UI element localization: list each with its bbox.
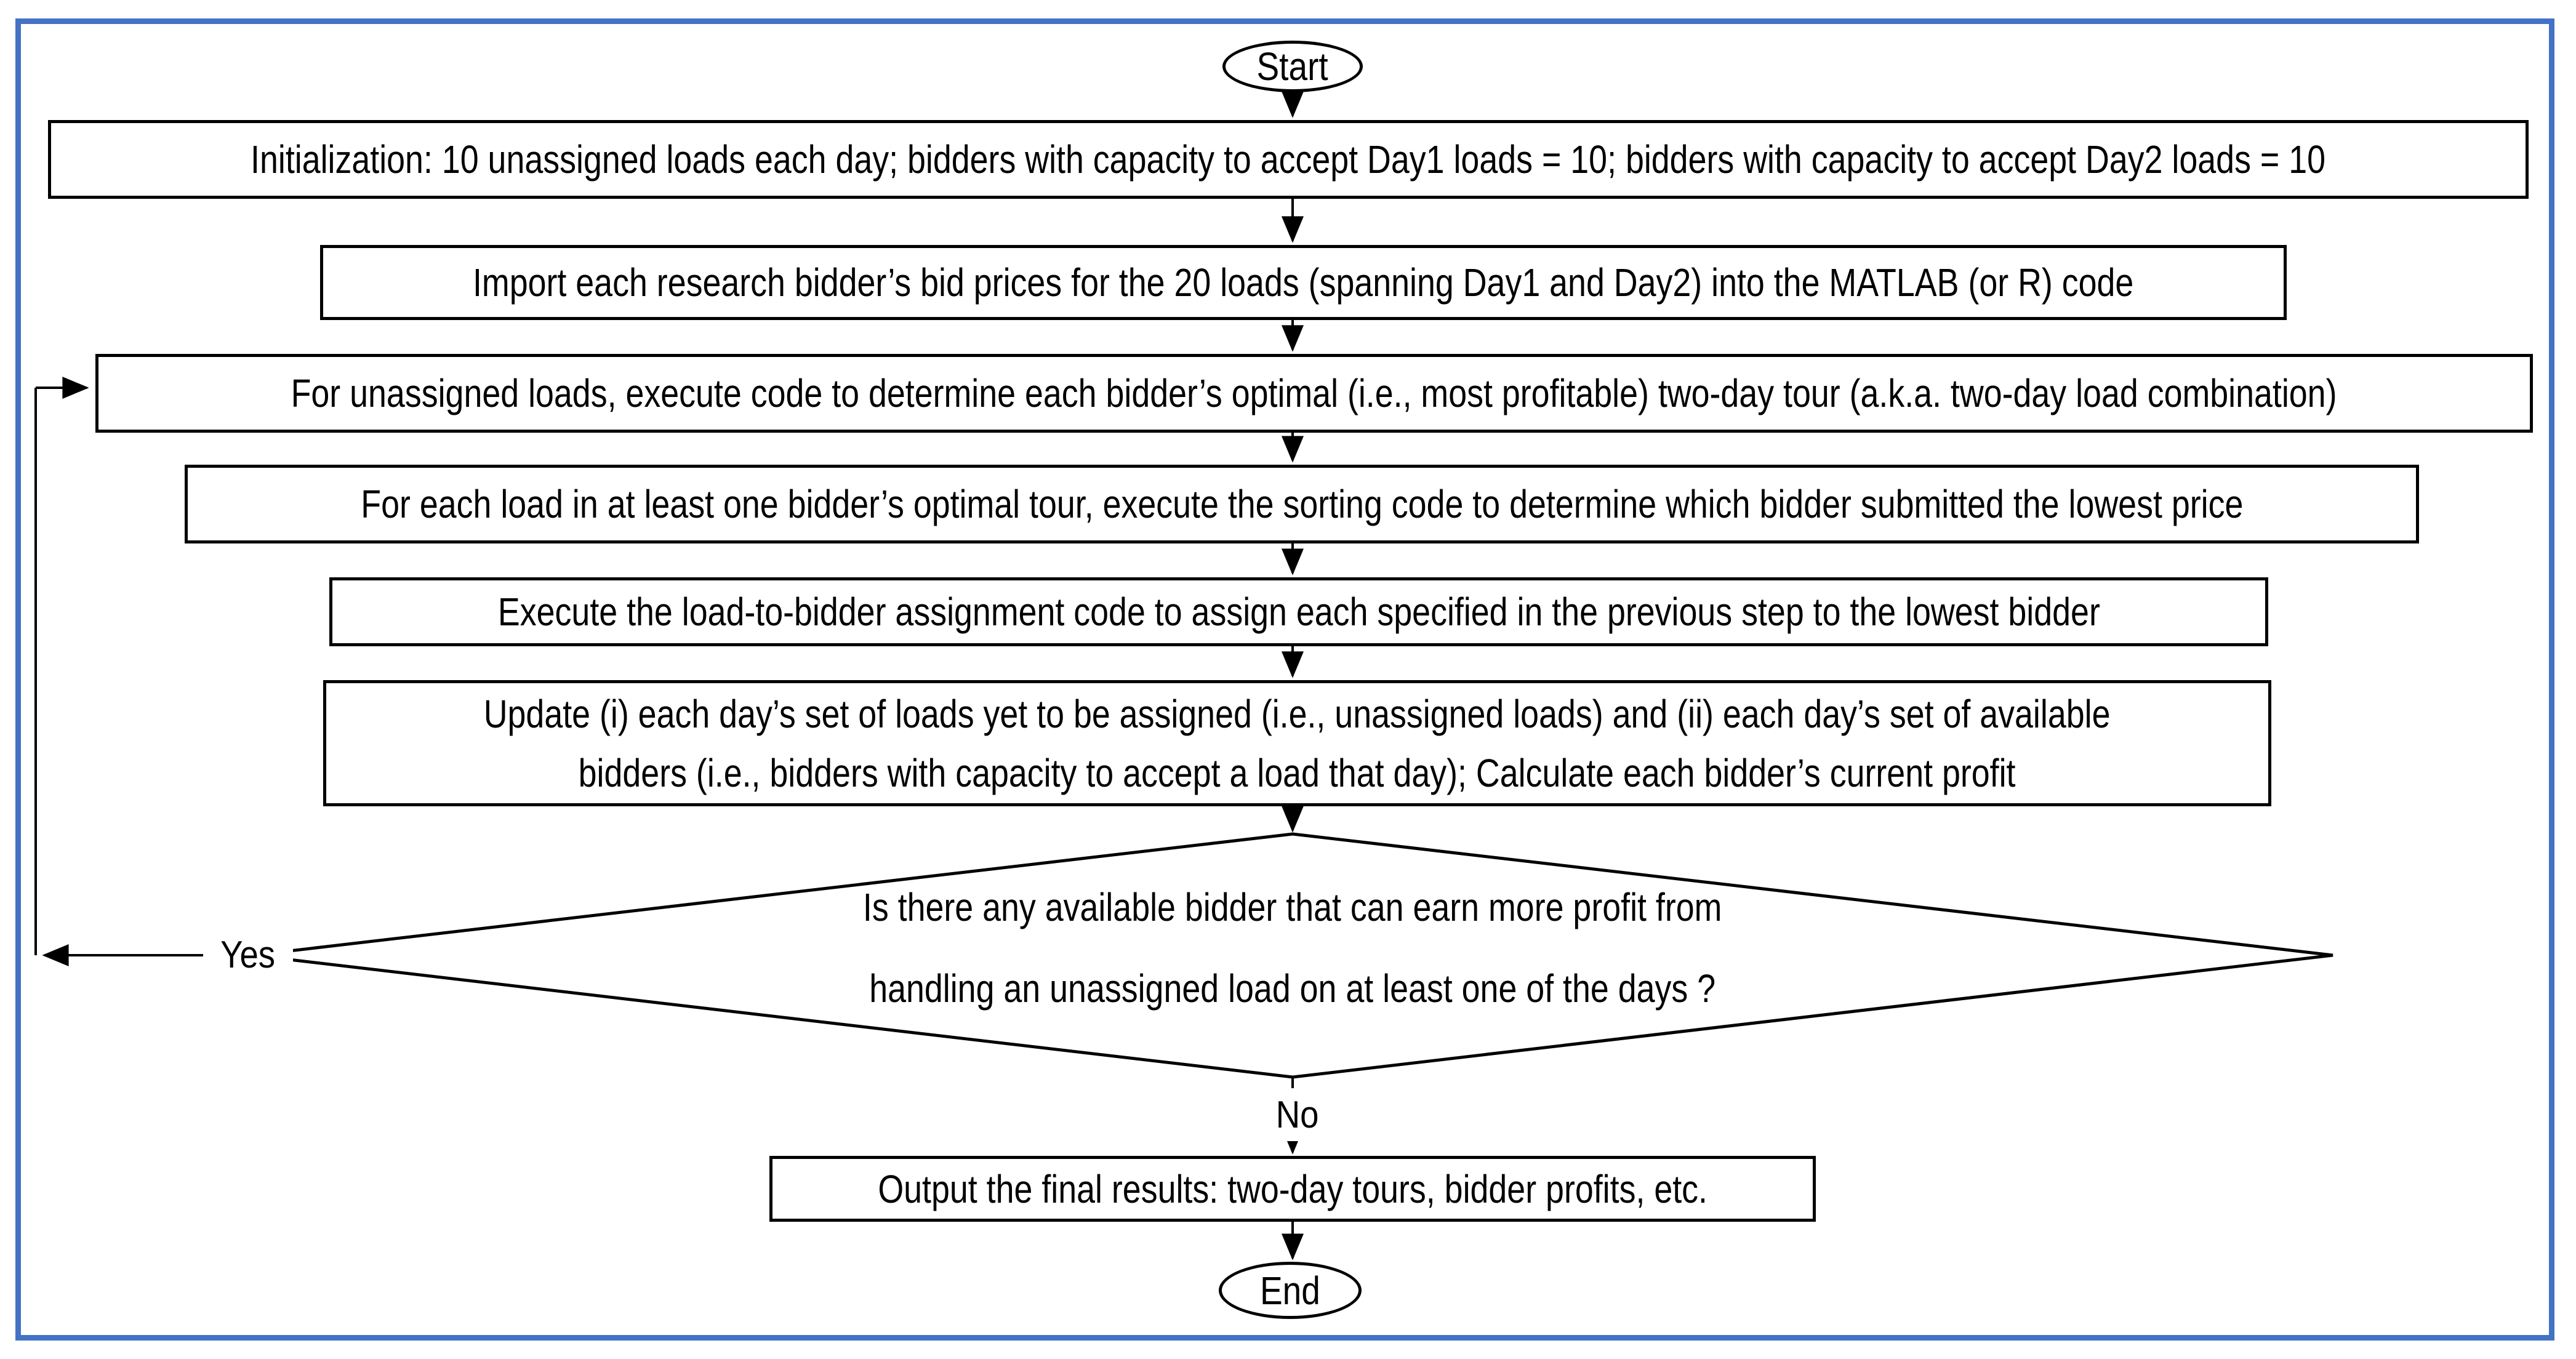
optimal-tour-text: For unassigned loads, execute code to de… — [291, 371, 2337, 415]
update-process: Update (i) each day’s set of loads yet t… — [323, 680, 2271, 806]
start-label: Start — [1256, 44, 1329, 89]
update-text: Update (i) each day’s set of loads yet t… — [484, 684, 2111, 803]
decision-text: Is there any available bidder that can e… — [863, 867, 1722, 1029]
import-bids-text: Import each research bidder’s bid prices… — [473, 260, 2134, 305]
initialization-process: Initialization: 10 unassigned loads each… — [48, 120, 2529, 199]
assignment-text: Execute the load-to-bidder assignment co… — [497, 590, 2100, 634]
decision-text-line1: Is there any available bidder that can e… — [863, 885, 1722, 929]
optimal-tour-process: For unassigned loads, execute code to de… — [95, 354, 2533, 433]
sorting-process: For each load in at least one bidder’s o… — [185, 465, 2419, 543]
no-label-text: No — [1276, 1093, 1319, 1136]
end-label: End — [1260, 1268, 1320, 1313]
yes-edge-label: Yes — [203, 928, 293, 981]
no-edge-label: No — [1250, 1088, 1346, 1141]
outer-border — [15, 18, 2554, 1341]
assignment-process: Execute the load-to-bidder assignment co… — [329, 577, 2268, 646]
end-terminator: End — [1219, 1262, 1362, 1319]
decision-diamond-text: Is there any available bidder that can e… — [646, 867, 1939, 1029]
import-bids-process: Import each research bidder’s bid prices… — [320, 245, 2287, 320]
output-text: Output the final results: two-day tours,… — [878, 1166, 1707, 1211]
start-terminator: Start — [1222, 41, 1363, 92]
sorting-text: For each load in at least one bidder’s o… — [360, 482, 2244, 526]
update-text-line1: Update (i) each day’s set of loads yet t… — [484, 691, 2111, 736]
decision-diamond-shape — [252, 832, 2333, 1079]
update-text-line2: bidders (i.e., bidders with capacity to … — [579, 750, 2016, 795]
yes-label-text: Yes — [220, 933, 276, 976]
decision-text-line2: handling an unassigned load on at least … — [869, 966, 1716, 1011]
initialization-text: Initialization: 10 unassigned loads each… — [251, 137, 2326, 182]
output-process: Output the final results: two-day tours,… — [769, 1156, 1816, 1222]
